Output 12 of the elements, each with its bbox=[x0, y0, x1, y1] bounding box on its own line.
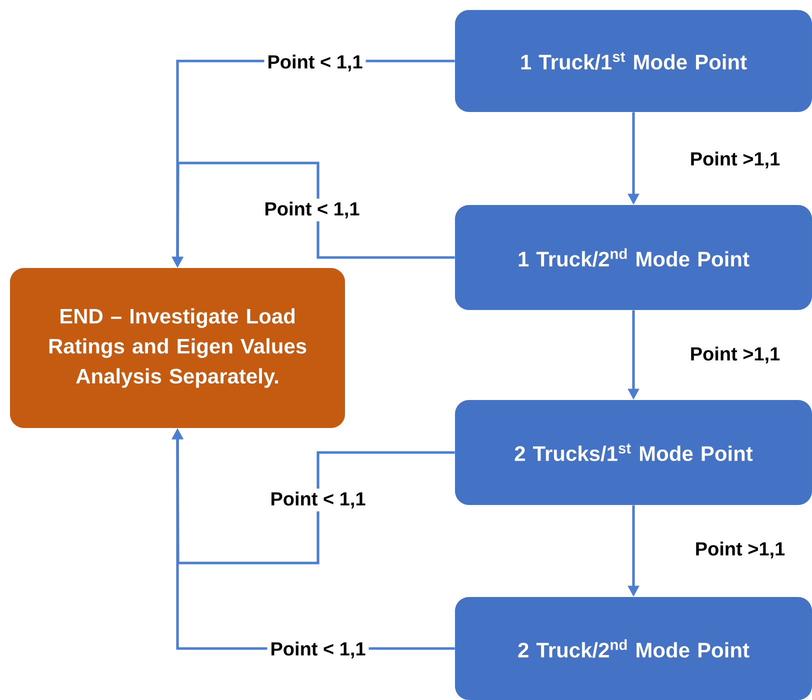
edge-label: Point >1,1 bbox=[692, 538, 788, 562]
process-box: 1 Truck/2$^{nd}$ Mode Point bbox=[455, 205, 812, 310]
edge-label: Point >1,1 bbox=[686, 148, 784, 172]
process-box: 1 Truck/1$^{st}$ Mode Point bbox=[455, 10, 812, 112]
edge-label: Point < 1,1 bbox=[264, 52, 366, 74]
edge-label: Point >1,1 bbox=[686, 344, 784, 366]
edge-label: Point < 1,1 bbox=[267, 488, 369, 512]
process-box: 2 Trucks/1$^{st}$ Mode Point bbox=[455, 400, 812, 505]
process-box: 2 Truck/2$^{nd}$ Mode Point bbox=[455, 597, 812, 700]
end-box: END – Investigate Load Ratings and Eigen Values Analysis Separately. bbox=[10, 268, 345, 428]
edge-label: Point < 1,1 bbox=[267, 638, 369, 662]
edge-label: Point < 1,1 bbox=[261, 198, 363, 222]
